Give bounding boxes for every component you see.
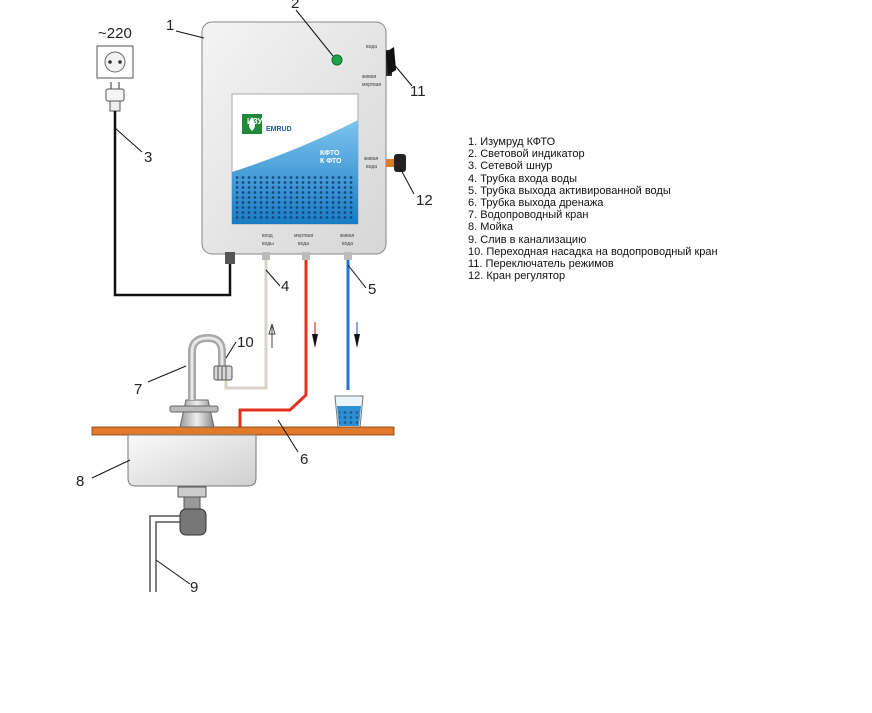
side-label-mid-2: вода <box>366 164 377 170</box>
legend-item: 11. Переключатель режимов <box>468 258 614 271</box>
callout-5: 5 <box>368 281 376 298</box>
power-cord <box>113 111 232 297</box>
legend-item: 6. Трубка выхода дренажа <box>468 197 604 210</box>
brand-name-en: EMRUD <box>266 126 292 133</box>
water-glass <box>334 395 364 429</box>
bottom-label-dead-2: вода <box>298 241 309 247</box>
inlet-flow-arrow <box>268 323 276 348</box>
regulator-valve <box>386 154 406 172</box>
mode-switch <box>386 47 396 76</box>
legend-item: 5. Трубка выхода активированной воды <box>468 184 671 197</box>
callout-8: 8 <box>76 473 84 490</box>
sink-basin <box>127 434 257 487</box>
drain-trap <box>177 486 207 536</box>
bottom-label-dead-1: мертвая <box>294 233 314 239</box>
drain-pipe <box>149 515 180 592</box>
legend-item: 7. Водопроводный кран <box>468 209 589 222</box>
side-label-top-2: живая <box>362 74 377 80</box>
bottom-label-inlet-2: воды <box>262 241 274 247</box>
bottom-label-live-2: вода <box>342 241 353 247</box>
callout-1: 1 <box>166 17 174 34</box>
brand-name-ru: ИЗУМРУД <box>247 117 285 126</box>
side-label-top-3: мертвая <box>362 82 382 88</box>
model-line-1: КФТО <box>320 150 340 157</box>
bottom-label-live-1: живая <box>340 233 355 239</box>
legend-item: 12. Кран регулятор <box>468 270 566 283</box>
inlet-tube <box>224 260 268 390</box>
callout-2: 2 <box>291 0 299 12</box>
device-housing <box>201 21 387 264</box>
callout-10: 10 <box>237 334 254 351</box>
leader-lines <box>91 9 415 585</box>
callout-3: 3 <box>144 149 152 166</box>
legend-item: 1. Изумруд КФТО <box>468 136 556 148</box>
callout-4: 4 <box>281 278 289 295</box>
legend-item: 9. Слив в канализацию <box>468 233 587 246</box>
legend-item: 2. Световой индикатор <box>468 148 585 161</box>
status-indicator-light <box>331 54 343 66</box>
side-label-mid-1: живая <box>364 156 379 162</box>
legend-list: 1. Изумруд КФТО 2. Световой индикатор 3.… <box>468 136 718 282</box>
legend-item: 4. Трубка входа воды <box>468 172 578 185</box>
legend-item: 3. Сетевой шнур <box>468 160 553 173</box>
drain-tube <box>238 260 308 428</box>
model-line-2: К ФТО <box>320 158 342 165</box>
bottom-label-inlet-1: вход <box>262 233 273 239</box>
socket-voltage-label: ~220 <box>98 25 132 42</box>
callout-11: 11 <box>410 83 426 100</box>
countertop <box>91 426 395 436</box>
power-socket <box>96 45 134 79</box>
side-label-top-1: вода <box>366 44 377 50</box>
callout-7: 7 <box>134 381 142 398</box>
callout-9: 9 <box>190 579 198 596</box>
legend-item: 8. Мойка <box>468 221 513 234</box>
callout-6: 6 <box>300 451 308 468</box>
drain-flow-arrow <box>312 322 318 348</box>
callout-12: 12 <box>416 192 433 209</box>
power-plug <box>105 82 125 112</box>
legend-item: 10. Переходная насадка на водопроводный … <box>468 245 718 258</box>
active-flow-arrow <box>354 322 360 348</box>
faucet-adapter <box>213 365 233 381</box>
water-faucet <box>169 333 226 428</box>
